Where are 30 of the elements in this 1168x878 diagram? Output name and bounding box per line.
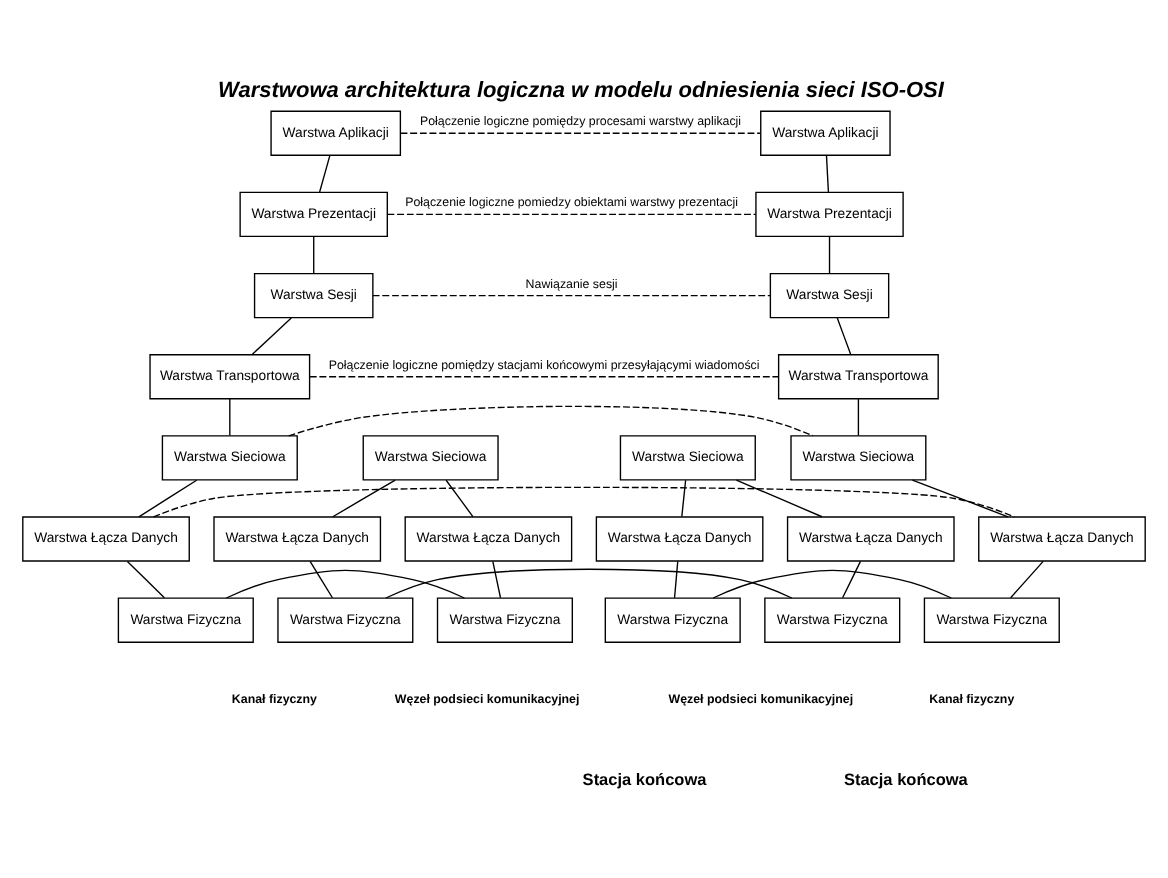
connector xyxy=(309,375,779,377)
connector xyxy=(318,153,331,192)
connector xyxy=(126,559,166,598)
connector xyxy=(372,293,771,296)
connector xyxy=(673,559,679,598)
connector xyxy=(1009,559,1044,598)
connector xyxy=(288,404,814,436)
connector xyxy=(712,568,952,598)
connector xyxy=(138,478,198,517)
connector xyxy=(836,316,852,354)
connector xyxy=(735,478,823,517)
diagram-title: Warstwowa architektura logiczna w modelu odniesienia sieci ISO-OSI xyxy=(218,78,944,103)
connector xyxy=(313,235,315,273)
connector xyxy=(385,567,793,598)
connector xyxy=(225,568,466,598)
connector xyxy=(445,478,474,517)
connector xyxy=(828,235,831,273)
connector xyxy=(681,478,687,517)
connector xyxy=(386,212,757,215)
connector xyxy=(229,397,231,436)
connector xyxy=(309,559,334,598)
connector xyxy=(841,559,862,598)
connector xyxy=(825,153,830,192)
connector xyxy=(857,397,860,436)
connector xyxy=(400,131,762,133)
connector xyxy=(492,559,502,598)
connector xyxy=(911,478,1009,517)
connector xyxy=(251,316,292,354)
connector xyxy=(152,485,1016,517)
connector xyxy=(332,478,396,517)
